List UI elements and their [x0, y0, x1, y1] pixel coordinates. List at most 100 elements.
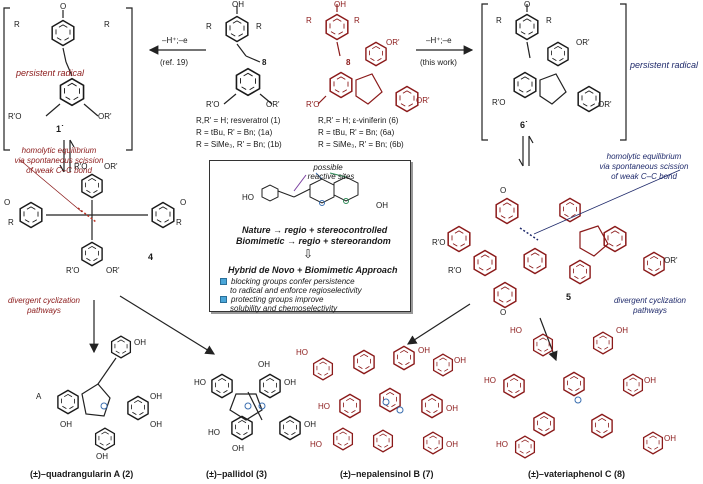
- o-label: O: [60, 2, 67, 11]
- r-label: R: [176, 218, 182, 227]
- or-label: OR': [664, 256, 678, 265]
- or-label: R'O: [8, 112, 22, 121]
- oh-label: OH: [616, 326, 628, 335]
- divergent-left-2: pathways: [27, 306, 61, 315]
- box-reactive-sites: reactive sites: [307, 172, 355, 181]
- locant-8-left: 8: [262, 58, 267, 67]
- resveratrol-def-2: R = tBu, R' = Bn; (1a): [196, 128, 273, 137]
- box-possible: possible: [313, 163, 343, 172]
- vateriaphenol-structure: [503, 331, 664, 459]
- o-label: O: [524, 0, 531, 9]
- product-vateriaphenol: (±)–vateriaphenol C (8): [528, 469, 625, 479]
- homolytic-right-2: via spontaneous scission: [599, 162, 689, 171]
- oh-label: OH: [150, 420, 162, 429]
- viniferin-def-2: R = tBu, R' = Bn; (6a): [318, 128, 395, 137]
- oh-label: OH: [96, 452, 108, 461]
- divergent-right-1: divergent cyclization: [613, 296, 687, 305]
- or-label: OR': [106, 266, 120, 275]
- arrow-5-to-8: [539, 317, 558, 362]
- oh-label: HO: [242, 193, 254, 202]
- homolytic-left-1: homolytic equilibrium: [21, 146, 97, 155]
- equilibrium-arrow-left: [59, 139, 75, 173]
- o-label: O: [500, 308, 507, 317]
- or-label: OR': [576, 38, 590, 47]
- oh-label: OH: [150, 392, 162, 401]
- oh-label: OH: [304, 420, 316, 429]
- oh-label: OH: [258, 360, 270, 369]
- homolytic-right-1: homolytic equilibrium: [606, 152, 682, 161]
- o-label: O: [180, 198, 187, 207]
- ho-label: HO: [208, 428, 220, 437]
- radical-1-structure: [3, 7, 133, 151]
- arrow-5-to-7: [406, 303, 471, 345]
- or-label: R'O: [432, 238, 446, 247]
- r-label: R: [14, 20, 20, 29]
- a-ring-label: A: [36, 392, 42, 401]
- oh-label: OH: [446, 404, 458, 413]
- bullet-square-icon: [220, 296, 227, 304]
- or-label: OR': [266, 100, 280, 109]
- oh-label: OH: [232, 0, 244, 9]
- homolytic-left-2: via spontaneous scission: [14, 156, 104, 165]
- o-label: O: [500, 186, 507, 195]
- box-stilbene-sketch: [261, 172, 359, 206]
- resveratrol-def-3: R = SiMe₃, R' = Bn; (1b): [196, 140, 282, 149]
- oh-label: OH: [134, 338, 146, 347]
- product-quadrangularin: (±)–quadrangularin A (2): [30, 469, 134, 479]
- or-label: R'O: [306, 100, 320, 109]
- or-label: R'O: [492, 98, 506, 107]
- r-label: R: [354, 16, 360, 25]
- or-label: R'O: [66, 266, 80, 275]
- persistent-radical-left: persistent radical: [16, 68, 85, 78]
- step-left-ref: (ref. 19): [160, 58, 189, 67]
- box-bullet-2: protecting groups improve: [220, 295, 324, 305]
- box-bullet-1: blocking groups confer persistence: [220, 277, 355, 287]
- oh-label: OH: [446, 440, 458, 449]
- r-label: R: [256, 22, 262, 31]
- step-right-conditions: –H⁺;–e: [426, 36, 452, 45]
- box-bullet-1-line-2: to radical and enforce regioselectivity: [230, 286, 362, 295]
- ho-label: HO: [318, 402, 330, 411]
- locant-8-right: 8: [346, 58, 351, 67]
- radical-6-structure: [481, 3, 627, 141]
- dimer-4-label: 4: [148, 252, 154, 262]
- viniferin-def-3: R = SiMe₃, R' = Bn; (6b): [318, 140, 404, 149]
- radical-6-label: 6˙: [520, 120, 529, 130]
- r-label: R: [496, 16, 502, 25]
- homolytic-right-3: of weak C–C bond: [611, 172, 677, 181]
- ho-label: HO: [496, 440, 508, 449]
- nepalensinol-structure: [312, 345, 454, 455]
- product-pallidol: (±)–pallidol (3): [206, 469, 267, 479]
- radical-1-label: 1˙: [56, 124, 65, 134]
- quadrangularin-structure: [57, 335, 149, 451]
- r-label: R: [8, 218, 14, 227]
- down-arrow-icon: ⇩: [302, 247, 314, 261]
- oh-label: OH: [232, 444, 244, 453]
- or-label: OR': [104, 162, 118, 171]
- divergent-left-1: divergent cyclization: [7, 296, 81, 305]
- viniferin-def-1: R,R' = H; ε-viniferin (6): [318, 116, 399, 125]
- box-nature-line: Nature → regio + stereocontrolled: [242, 225, 388, 235]
- o-label: O: [4, 198, 11, 207]
- ho-label: HO: [510, 326, 522, 335]
- or-label: R'O: [206, 100, 220, 109]
- equilibrium-arrow-right: [518, 135, 534, 167]
- dimer-5-label: 5: [566, 292, 572, 302]
- oh-label: OH: [664, 434, 676, 443]
- pallidol-structure: [211, 373, 301, 441]
- box-bullet-2-line-2: solubility and chemoselectivity: [230, 304, 338, 313]
- oh-label: OH: [418, 346, 430, 355]
- persistent-radical-right: persistent radical: [630, 60, 699, 70]
- ho-label: HO: [194, 378, 206, 387]
- oh-label: OH: [376, 201, 388, 210]
- step-right-ref: (this work): [420, 58, 457, 67]
- step-left-conditions: –H⁺;–e: [162, 36, 188, 45]
- ho-label: HO: [296, 348, 308, 357]
- r-label: R: [306, 16, 312, 25]
- or-label: R'O: [448, 266, 462, 275]
- r-label: R: [104, 20, 110, 29]
- or-label: OR': [416, 96, 430, 105]
- arrow-4-to-3: [119, 295, 216, 355]
